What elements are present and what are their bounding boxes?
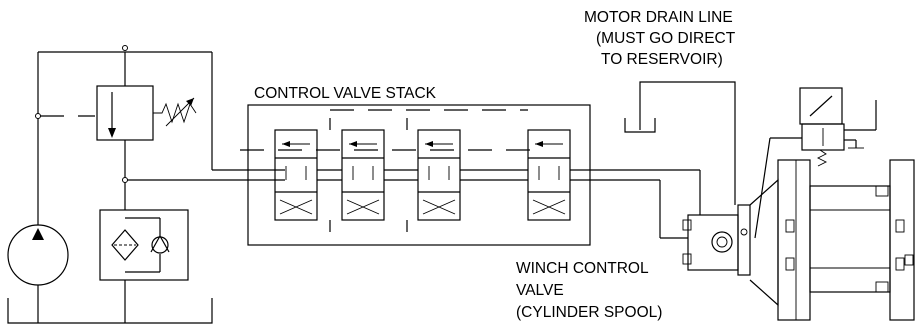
motor-drain-label-2: (MUST GO DIRECT <box>596 30 736 47</box>
winch-control-label-2: VALVE <box>516 282 564 299</box>
filter-check-block <box>99 209 189 281</box>
control-valve-stack: CONTROL VALVE STACK <box>247 85 591 246</box>
winch-control-label-1: WINCH CONTROL <box>516 260 649 277</box>
winch-drum-icon <box>749 159 915 321</box>
valve-section-4-winch-control <box>527 129 571 221</box>
motor-drain-line: MOTOR DRAIN LINE (MUST GO DIRECT TO RESE… <box>584 9 736 205</box>
solenoid-valve-icon <box>754 87 877 239</box>
reservoir-icon <box>7 298 213 324</box>
motor-drain-label-3: TO RESERVOIR) <box>601 51 723 68</box>
check-valve-icon <box>150 218 170 272</box>
motor-drain-label-1: MOTOR DRAIN LINE <box>584 9 733 26</box>
valve-section-3 <box>417 129 461 221</box>
hydraulic-motor-icon <box>682 204 751 276</box>
valve-section-2 <box>341 129 385 221</box>
winch-control-label-3: (CYLINDER SPOOL) <box>516 304 662 321</box>
control-valve-stack-label: CONTROL VALVE STACK <box>254 85 437 102</box>
drain-tank-icon <box>624 118 656 133</box>
filter-icon <box>111 229 139 261</box>
valve-section-1 <box>274 129 318 221</box>
pump-icon <box>7 224 69 323</box>
relief-valve-icon <box>96 85 197 141</box>
